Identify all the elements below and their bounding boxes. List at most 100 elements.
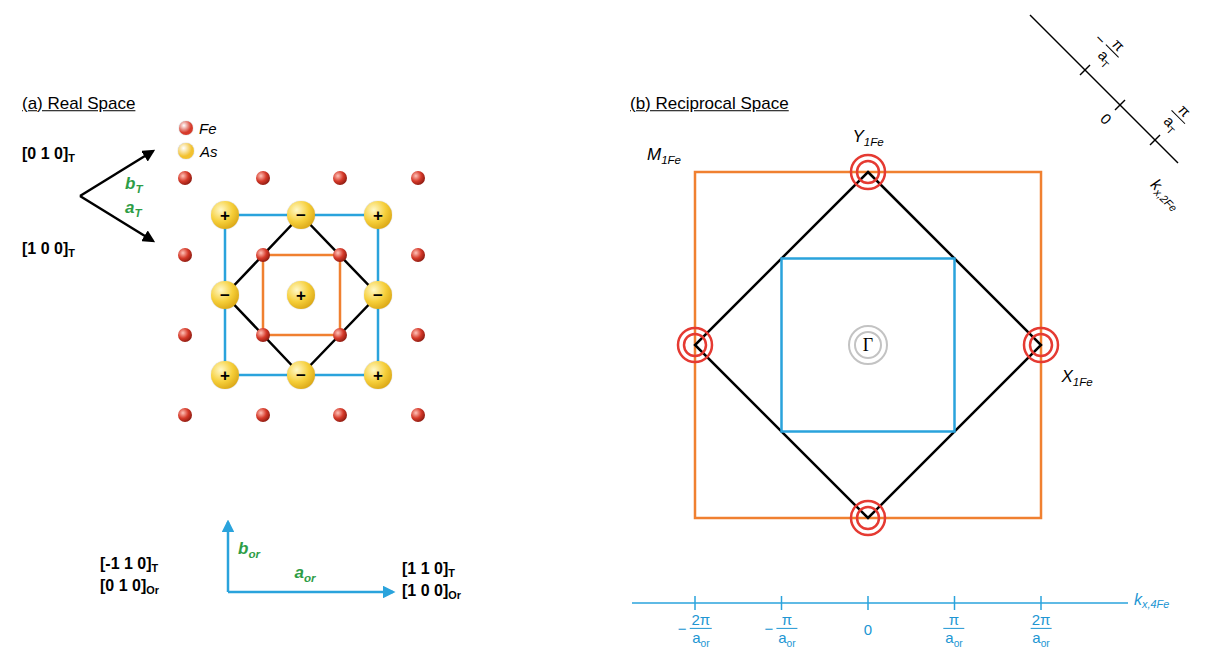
charge-sign: − (296, 207, 306, 224)
subscript-text: or (304, 572, 316, 584)
brillouin-zone-1fe (695, 172, 1041, 518)
label-text: 0 (1097, 110, 1115, 128)
unit-cell-2fe (225, 215, 378, 375)
label-text: [1 1 0] (402, 560, 448, 577)
label-group: −πaor (764, 611, 797, 649)
subscript-text: 1Fe (1073, 376, 1093, 388)
label-text: − (1091, 30, 1109, 48)
numerator: π (947, 611, 961, 628)
label-text: b (125, 174, 135, 193)
label-text: M (647, 145, 661, 164)
label-text: 2π (692, 611, 711, 628)
denominator: aor (690, 628, 711, 649)
fraction: πaor (776, 611, 797, 649)
charge-sign: + (220, 207, 230, 224)
as-atom: + (364, 201, 392, 229)
label-group: bor (238, 539, 260, 561)
legend-text: As (200, 143, 218, 160)
subscript-text: T (68, 247, 75, 259)
label-group: πaT (1157, 98, 1197, 138)
label-text: π (782, 611, 792, 628)
charge-sign: + (220, 367, 230, 384)
legend-text: Fe (199, 120, 217, 137)
label-text: a (778, 629, 786, 646)
fraction: 2πaor (690, 611, 713, 649)
fe-atoms (178, 171, 425, 422)
label-group: 2πaor (1030, 611, 1053, 649)
fraction: πaT (1157, 98, 1197, 138)
as-atom: − (287, 361, 315, 389)
vector-arrow (80, 151, 153, 196)
fraction: πaor (943, 611, 964, 649)
label-group: [1 0 0]T (22, 240, 75, 260)
brillouin-zone-2fe (695, 172, 1041, 518)
label-group: [-1 1 0]T (100, 555, 158, 575)
subscript-text: 1Fe (661, 154, 681, 166)
label-text: b (238, 539, 248, 558)
subscript-text: 1Fe (864, 136, 884, 148)
vector-arrow (228, 591, 393, 594)
charge-sign: + (296, 287, 306, 304)
label-group: 0 (1097, 110, 1115, 128)
label-text: [-1 1 0] (100, 555, 152, 572)
subscript-text: T (135, 183, 142, 195)
brillouin-zone-4fe (782, 259, 955, 432)
point-label: Γ (863, 336, 873, 354)
charge-sign: − (296, 367, 306, 384)
label-group: bT (125, 174, 142, 196)
label-text: [1 0 0] (402, 582, 448, 599)
label-group: Y1Fe (852, 127, 883, 149)
subscript-text: or (1041, 637, 1050, 648)
denominator: aor (943, 628, 964, 649)
label-group: −2πaor (678, 611, 712, 649)
label-group: aT (125, 198, 142, 220)
label-group: M1Fe (647, 145, 681, 167)
label-text: X (1061, 367, 1072, 386)
label-group: [0 1 0]Or (100, 577, 159, 597)
charge-sign: − (220, 287, 230, 304)
numerator: 2π (1030, 611, 1053, 628)
label-group: [0 1 0]T (22, 145, 75, 165)
label-text: k (1134, 591, 1142, 608)
subscript-text: T (68, 152, 75, 164)
as-atom: − (364, 281, 392, 309)
as-atom: − (211, 281, 239, 309)
charge-sign: + (373, 367, 383, 384)
real-space-lattice (80, 151, 425, 592)
unit-cell-4fe (225, 215, 378, 375)
label-text: a (945, 629, 953, 646)
label-text: [0 1 0] (100, 577, 146, 594)
as-atom: + (364, 361, 392, 389)
label-text: (a) Real Space (22, 94, 135, 113)
electron-pockets (678, 155, 1058, 535)
label-group: X1Fe (1061, 367, 1092, 389)
as-atom: + (211, 361, 239, 389)
label-group: [1 0 0]Or (402, 582, 461, 602)
label-text: − (678, 620, 687, 637)
label-text: a (294, 563, 303, 582)
denominator: aor (1030, 628, 1051, 649)
label-group: −πaT (1083, 24, 1131, 72)
label-text: − (764, 620, 773, 637)
charge-sign: + (373, 207, 383, 224)
label-text: a (125, 198, 134, 217)
legend-entry: Fe (179, 117, 217, 139)
vector-arrow (227, 522, 230, 592)
label-group: 0 (864, 621, 872, 638)
k-axis-2fe (1030, 15, 1178, 163)
charge-sign: − (373, 287, 383, 304)
subscript-text: or (248, 548, 260, 560)
label-group: aor (294, 563, 315, 585)
label-group: (a) Real Space (22, 94, 135, 114)
label-text: (b) Reciprocal Space (630, 94, 789, 113)
label-group: kx,4Fe (1134, 591, 1169, 611)
numerator: π (780, 611, 794, 628)
label-text: a (692, 629, 700, 646)
label-text: π (949, 611, 959, 628)
unit-cell-1fe (263, 255, 340, 335)
subscript-text: Or (448, 589, 461, 601)
label-group: (b) Reciprocal Space (630, 94, 789, 114)
subscript-text: x,4Fe (1142, 598, 1169, 610)
subscript-text: or (787, 637, 796, 648)
